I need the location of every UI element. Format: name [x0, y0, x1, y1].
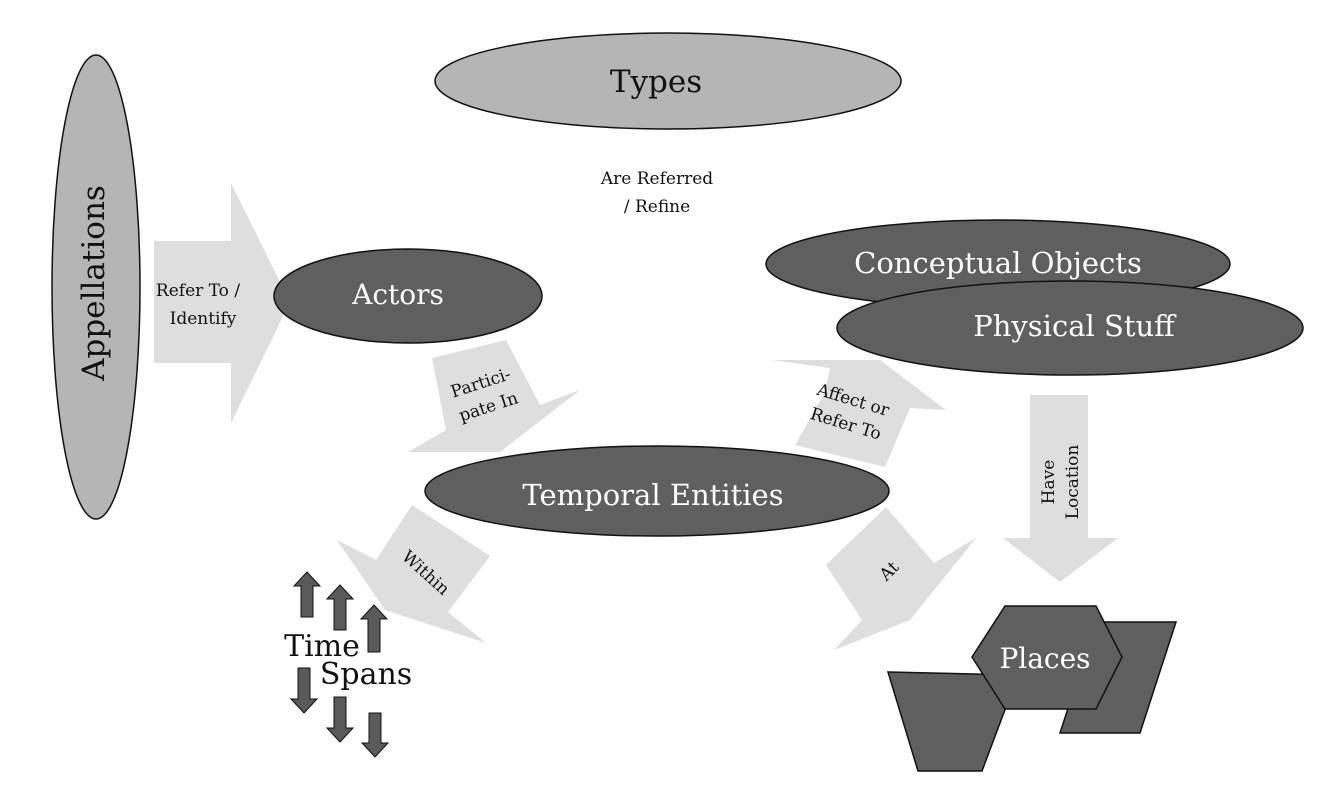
at-arrow: [826, 507, 976, 650]
places-trapezoid: [886, 671, 1020, 772]
time-spans-label-line2: Spans: [320, 657, 412, 692]
affect-or-refer-to-arrow: [772, 360, 946, 467]
up-arrow-icon: [359, 604, 389, 653]
appellations-label: Appellations: [76, 185, 112, 382]
within-arrow: [337, 505, 490, 643]
up-arrow-icon: [325, 584, 355, 631]
places-hexagon: [971, 605, 1123, 710]
have-location-label-line1: Have: [1039, 460, 1059, 505]
have-location-arrow: [1003, 395, 1118, 582]
down-arrow-icon: [360, 712, 390, 758]
time-span-arrows: [289, 571, 390, 758]
are-referred-label-line2: / Refine: [624, 197, 690, 217]
up-arrow-icon: [292, 571, 322, 618]
have-location-label-line2: Location: [1063, 445, 1083, 520]
down-arrow-icon: [289, 667, 319, 714]
actors-node: [273, 248, 543, 344]
appellations-node: [51, 54, 141, 520]
temporal-entities-node: [424, 445, 890, 537]
refer-to-label-line2: Identify: [170, 309, 237, 329]
temporal-entities-label: Temporal Entities: [522, 478, 783, 512]
physical-stuff-node: [836, 280, 1304, 376]
types-label: Types: [610, 64, 702, 100]
time-spans-label-line1: Time: [284, 629, 360, 664]
conceptual-objects-label: Conceptual Objects: [854, 246, 1142, 280]
places-label: Places: [999, 642, 1090, 675]
are-referred-label-line1: Are Referred: [600, 169, 713, 189]
types-node: [434, 32, 902, 130]
participate-in-arrow: [408, 340, 580, 452]
actors-label: Actors: [351, 278, 444, 311]
refer-to-arrow: [154, 183, 290, 423]
physical-stuff-label: Physical Stuff: [973, 309, 1177, 343]
refer-to-label-line1: Refer To /: [156, 281, 240, 301]
down-arrow-icon: [325, 696, 355, 743]
